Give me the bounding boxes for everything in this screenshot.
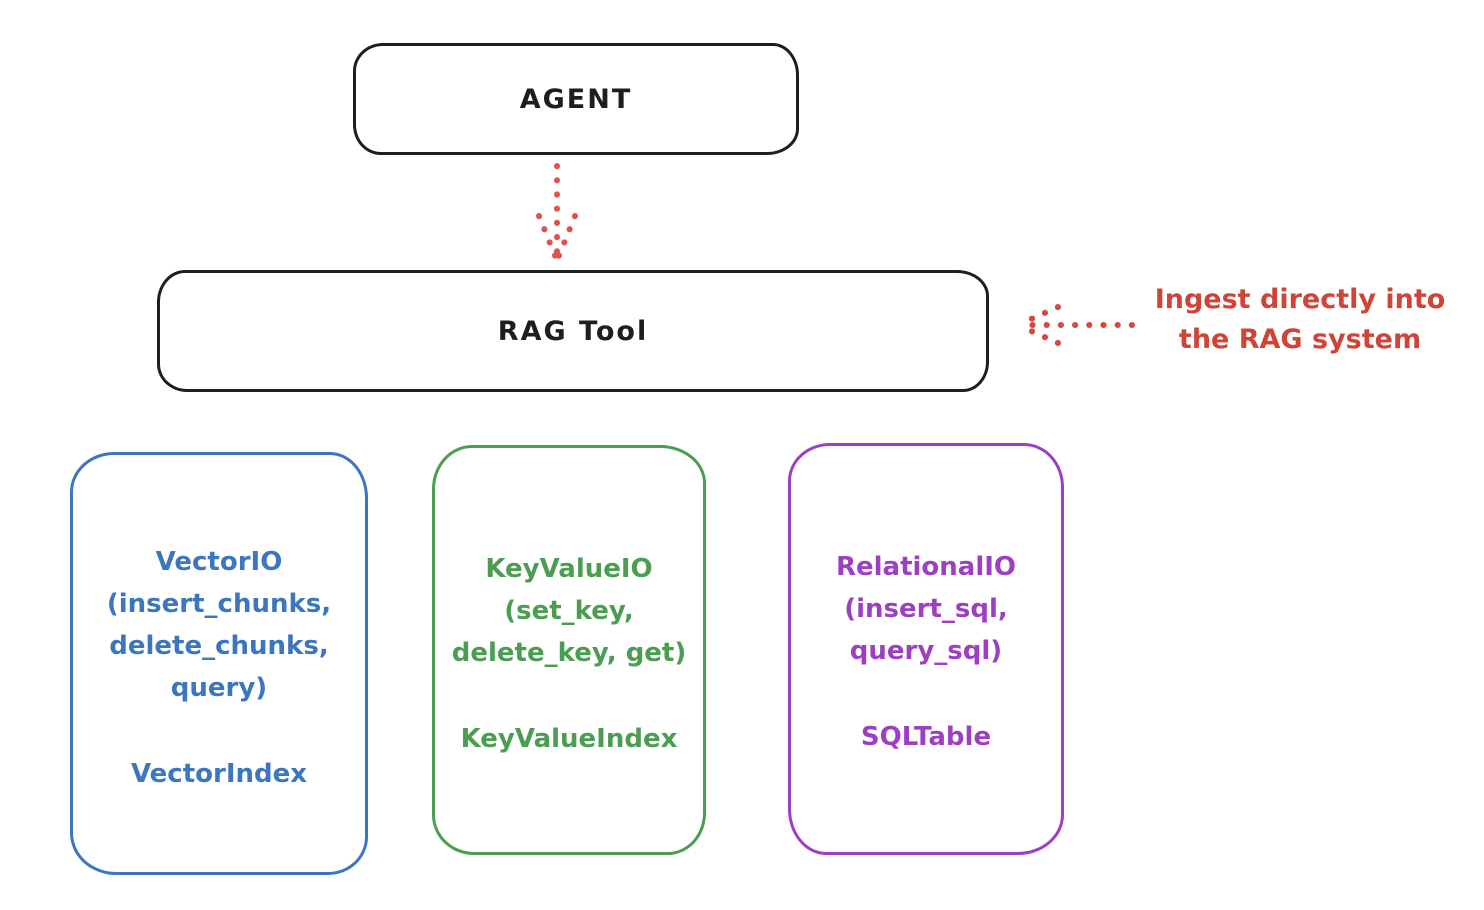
backend-methods: (insert_chunks, delete_chunks, query) xyxy=(106,589,332,703)
backend-index-label: KeyValueIndex xyxy=(460,724,678,754)
backend-title: KeyValueIO xyxy=(485,554,653,584)
backend-title: RelationalIO xyxy=(835,552,1017,582)
rag-tool-label: RAG Tool xyxy=(497,315,649,347)
rag-tool-node: RAG Tool xyxy=(157,270,989,392)
ingest-annotation: Ingest directly into the RAG system xyxy=(1154,284,1446,355)
backend-index-label: SQLTable xyxy=(860,722,992,752)
backend-index-label: VectorIndex xyxy=(130,759,308,789)
backend-methods: (set_key, delete_key, get) xyxy=(451,596,687,668)
backend-box-keyvalue: KeyValueIO (set_key, delete_key, get) Ke… xyxy=(432,445,706,855)
arrow-left-icon xyxy=(1017,304,1135,346)
backend-box-relational: RelationalIO (insert_sql, query_sql) SQL… xyxy=(788,443,1064,855)
agent-node: AGENT xyxy=(353,43,799,155)
backend-methods: (insert_sql, query_sql) xyxy=(844,594,1008,666)
backend-title: VectorIO xyxy=(155,547,283,577)
backend-box-vector: VectorIO (insert_chunks, delete_chunks, … xyxy=(70,452,368,875)
agent-label: AGENT xyxy=(519,83,633,115)
arrow-down-icon xyxy=(536,163,578,261)
